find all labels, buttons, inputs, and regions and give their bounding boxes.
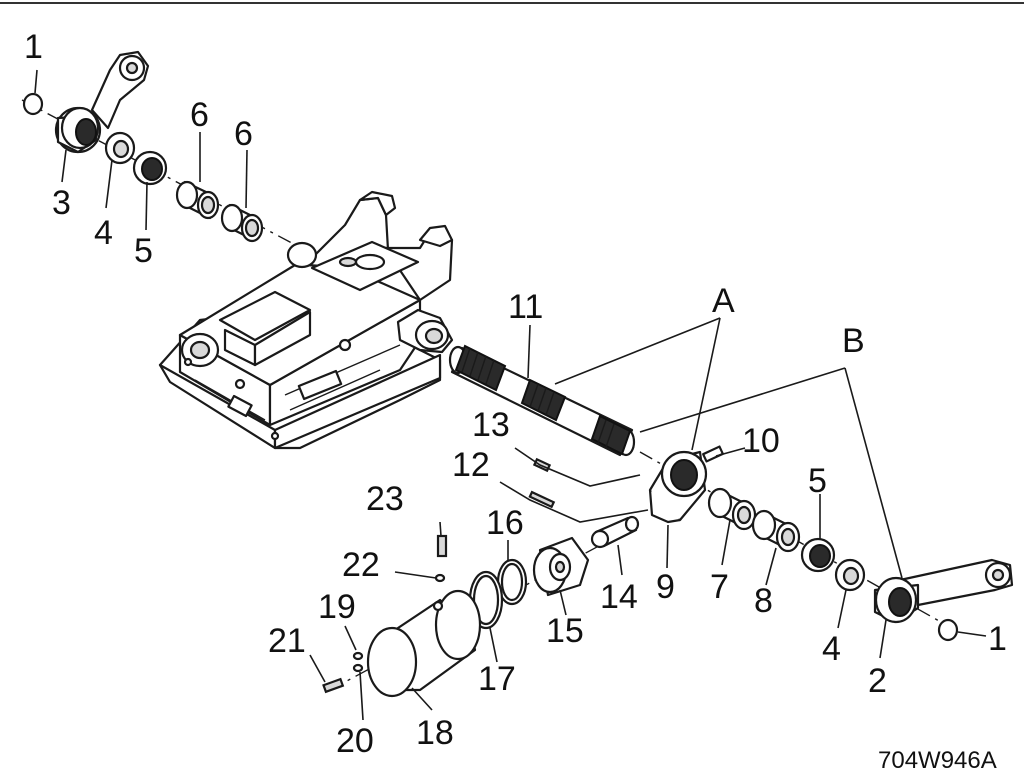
bushing-8	[751, 509, 801, 553]
callout-3: 3	[52, 184, 71, 222]
callout-20: 20	[336, 722, 374, 760]
bolt-21	[322, 677, 345, 694]
lift-arm-boss	[648, 450, 708, 524]
bushing-7	[707, 487, 757, 531]
callout-18: 18	[416, 714, 454, 752]
callout-22: 22	[342, 546, 380, 584]
callout-13: 13	[472, 406, 510, 444]
callout-6: 6	[190, 96, 209, 134]
lift-arm-right	[873, 558, 1014, 624]
callout-17: 17	[478, 660, 516, 698]
bushing-6b	[220, 203, 264, 243]
washer-left	[104, 131, 136, 165]
washer-19	[352, 651, 364, 661]
leader-lines	[34, 69, 987, 721]
callout-1: 1	[24, 28, 43, 66]
callout-2: 2	[868, 662, 887, 700]
piston-rod	[590, 515, 640, 549]
callout-19: 19	[318, 588, 356, 626]
washer-22	[434, 573, 446, 583]
snap-ring-left	[22, 92, 44, 116]
callout-a: A	[712, 282, 735, 320]
drawing-code: 704W946A	[878, 747, 997, 774]
seal-right	[800, 537, 836, 573]
callout-5: 5	[134, 232, 153, 270]
seal-left	[132, 150, 168, 186]
callout-15: 15	[546, 612, 584, 650]
pin-12	[528, 490, 556, 509]
lift-housing	[158, 190, 454, 450]
callout-16: 16	[486, 504, 524, 542]
lift-shaft	[448, 344, 636, 457]
cylinder	[366, 589, 482, 698]
callout-14: 14	[600, 578, 638, 616]
piston	[532, 536, 590, 597]
o-ring-16-inner	[500, 562, 524, 602]
lift-arm-left	[54, 50, 150, 154]
callout-4: 4	[822, 630, 841, 668]
callout-6: 6	[234, 115, 253, 153]
callout-labels: 1 3 4 5 6 6 11 A B 10 13 12 23 16 22 19 …	[24, 28, 1007, 760]
bushing-6a	[175, 180, 220, 220]
washer-right	[834, 558, 866, 592]
callout-12: 12	[452, 446, 490, 484]
callout-1: 1	[988, 620, 1007, 658]
callout-4: 4	[94, 214, 113, 252]
callout-10: 10	[742, 422, 780, 460]
snap-ring-right	[937, 618, 959, 642]
callout-7: 7	[710, 568, 729, 606]
bolt-10	[702, 445, 724, 463]
callout-5: 5	[808, 462, 827, 500]
callout-9: 9	[656, 568, 675, 606]
callout-11: 11	[508, 288, 543, 326]
washer-20	[352, 663, 364, 673]
callout-23: 23	[366, 480, 404, 518]
callout-8: 8	[754, 582, 773, 620]
callout-b: B	[842, 322, 865, 360]
bolt-23	[436, 534, 448, 558]
callout-21: 21	[268, 622, 306, 660]
